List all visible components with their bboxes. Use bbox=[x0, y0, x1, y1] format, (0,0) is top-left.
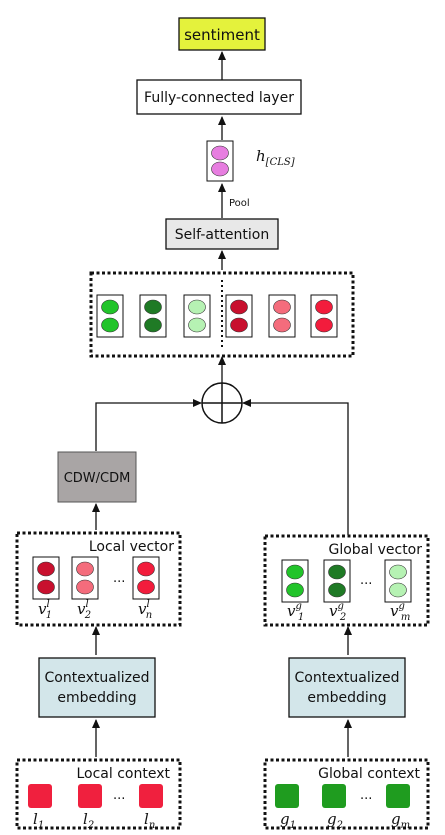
global-vector-ellipsis: ... bbox=[360, 573, 372, 588]
sentiment-label: sentiment bbox=[184, 26, 260, 44]
global-embedding-line2: embedding bbox=[307, 690, 386, 706]
global-token-label-1: g1 bbox=[280, 810, 296, 831]
cdw-cdm-label: CDW/CDM bbox=[64, 471, 131, 486]
global-token-label-2: g2 bbox=[327, 810, 343, 831]
global-vector-label: Global vector bbox=[328, 542, 422, 558]
local-token-3 bbox=[139, 784, 163, 808]
self-attention-node: Self-attention bbox=[165, 218, 279, 250]
local-vector-ellipsis: ... bbox=[113, 571, 125, 586]
global-vector-2 bbox=[323, 559, 351, 603]
connectors bbox=[92, 51, 352, 757]
global-token-label-3: gm bbox=[391, 810, 410, 831]
cls-vector: h[CLS] bbox=[206, 140, 295, 182]
global-vector-1 bbox=[281, 559, 309, 603]
local-token-label-3: ln bbox=[144, 810, 155, 831]
combined-vector-6 bbox=[310, 294, 338, 338]
local-embedding-node: Contextualized embedding bbox=[38, 657, 156, 718]
local-embedding-line1: Contextualized bbox=[45, 670, 150, 686]
cls-label: h[CLS] bbox=[256, 147, 295, 168]
global-context-box: Global context g1 g2 gm ... bbox=[263, 758, 430, 831]
combined-vector-4 bbox=[225, 294, 253, 338]
combined-vector-5 bbox=[268, 294, 296, 338]
fc-layer-node: Fully-connected layer bbox=[136, 79, 302, 115]
global-token-3 bbox=[386, 784, 410, 808]
cls-circle-top bbox=[211, 145, 229, 161]
pool-label: Pool bbox=[229, 198, 250, 209]
combined-vector-1 bbox=[96, 294, 124, 338]
local-embedding-line2: embedding bbox=[57, 690, 136, 706]
cdw-cdm-node: CDW/CDM bbox=[57, 451, 137, 503]
sum-node bbox=[201, 382, 243, 424]
local-context-box: Local context l1 l2 ln ... bbox=[15, 758, 182, 831]
combined-vector-3 bbox=[183, 294, 211, 338]
global-token-1 bbox=[275, 784, 299, 808]
global-embedding-line1: Contextualized bbox=[295, 670, 400, 686]
self-attention-label: Self-attention bbox=[175, 227, 269, 243]
arrow-cdw-to-plus bbox=[95, 399, 202, 451]
local-token-label-1: l1 bbox=[33, 810, 44, 831]
global-vector-3 bbox=[384, 559, 412, 603]
global-context-label: Global context bbox=[318, 766, 420, 782]
local-vector-3 bbox=[132, 556, 160, 600]
local-context-label: Local context bbox=[76, 766, 170, 782]
fc-layer-label: Fully-connected layer bbox=[144, 90, 294, 106]
local-vector-label: Local vector bbox=[89, 539, 174, 555]
local-context-ellipsis: ... bbox=[113, 788, 125, 803]
combined-vectors-box bbox=[89, 271, 355, 358]
cls-circle-bottom bbox=[211, 161, 229, 177]
global-token-2 bbox=[322, 784, 346, 808]
local-vector-1 bbox=[32, 556, 60, 600]
combined-vector-2 bbox=[139, 294, 167, 338]
arrow-global-to-plus bbox=[242, 399, 349, 535]
local-token-1 bbox=[28, 784, 52, 808]
global-context-ellipsis: ... bbox=[360, 788, 372, 803]
local-token-label-2: l2 bbox=[83, 810, 94, 831]
local-token-2 bbox=[78, 784, 102, 808]
global-embedding-node: Contextualized embedding bbox=[288, 657, 406, 718]
local-vector-2 bbox=[71, 556, 99, 600]
sentiment-node: sentiment bbox=[178, 17, 266, 51]
